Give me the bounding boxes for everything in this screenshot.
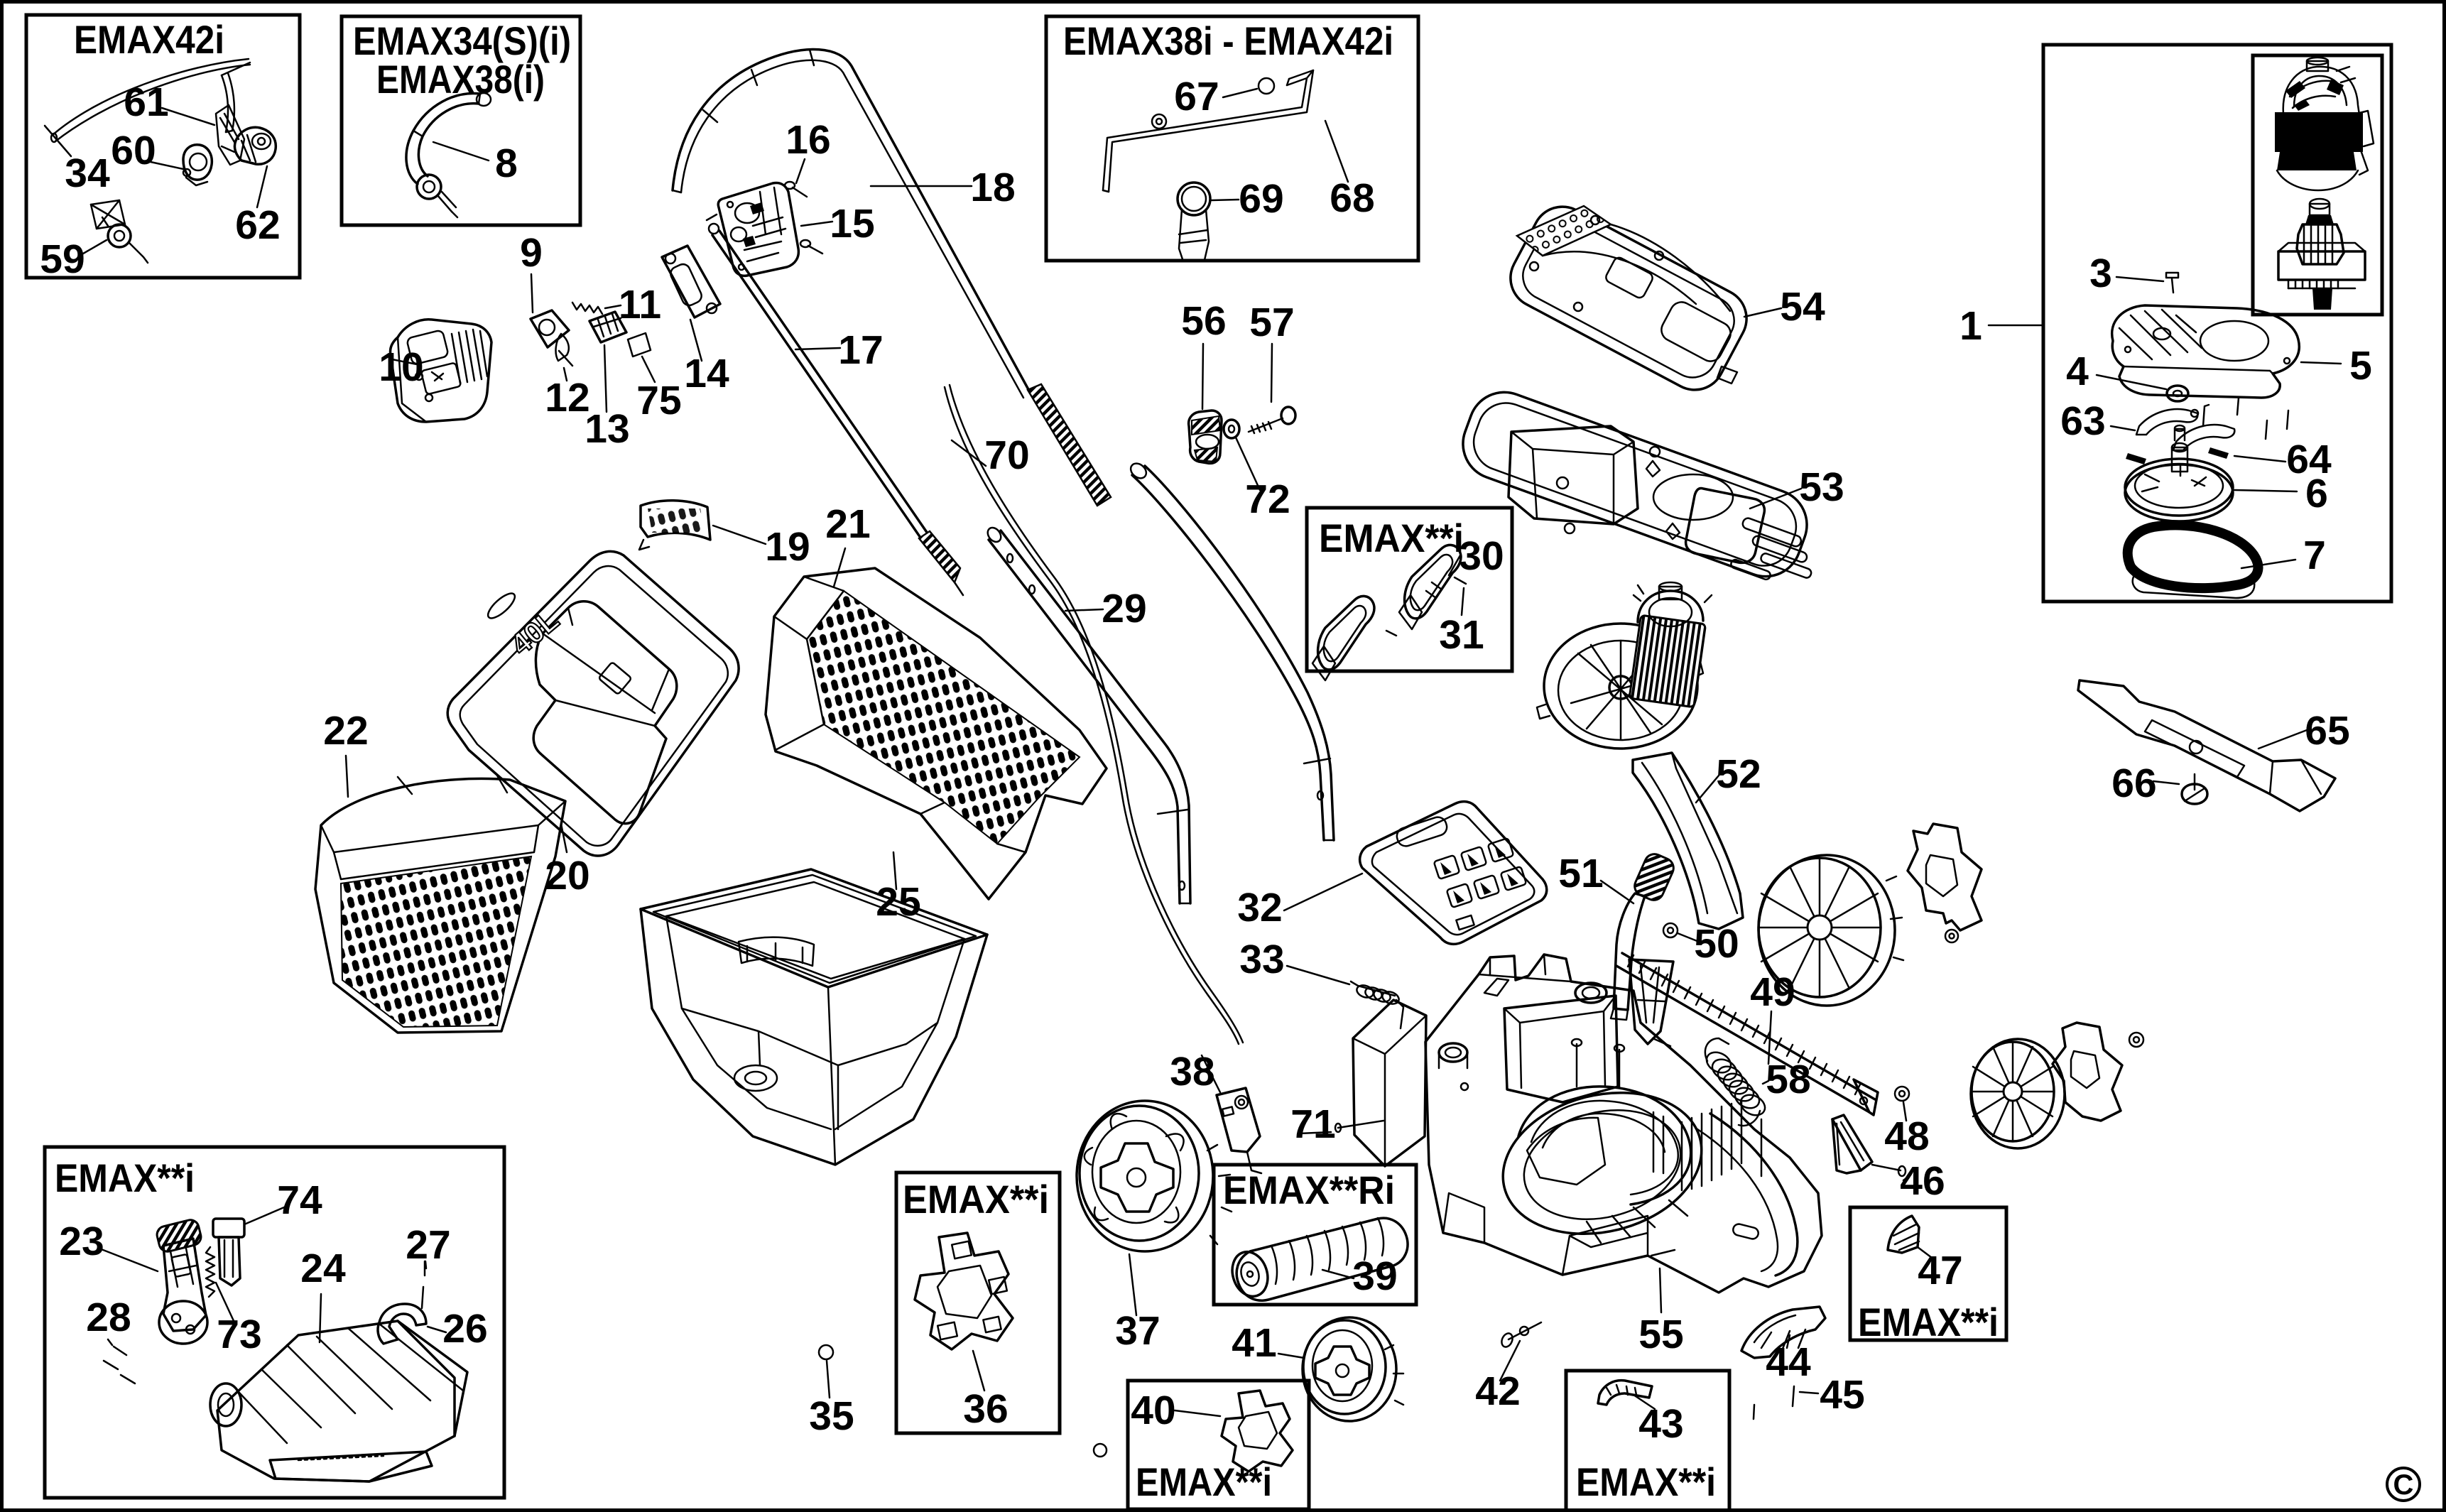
svg-text:35: 35 xyxy=(809,1393,854,1439)
svg-text:37: 37 xyxy=(1115,1308,1160,1354)
svg-text:8: 8 xyxy=(495,141,518,186)
svg-text:7: 7 xyxy=(2303,533,2326,578)
svg-text:58: 58 xyxy=(1766,1057,1810,1102)
svg-text:EMAX42i: EMAX42i xyxy=(74,17,224,62)
svg-text:15: 15 xyxy=(830,201,874,246)
svg-text:43: 43 xyxy=(1638,1401,1683,1447)
svg-text:38: 38 xyxy=(1170,1049,1214,1094)
svg-text:65: 65 xyxy=(2305,708,2349,754)
svg-text:67: 67 xyxy=(1174,74,1219,119)
svg-text:EMAX38i - EMAX42i: EMAX38i - EMAX42i xyxy=(1063,18,1393,63)
svg-text:39: 39 xyxy=(1352,1253,1397,1299)
svg-text:11: 11 xyxy=(619,282,661,327)
svg-text:46: 46 xyxy=(1900,1158,1945,1204)
svg-text:68: 68 xyxy=(1330,175,1374,221)
svg-text:EMAX**i: EMAX**i xyxy=(1136,1459,1272,1504)
svg-text:42: 42 xyxy=(1475,1369,1520,1414)
svg-text:41: 41 xyxy=(1232,1320,1276,1366)
svg-text:63: 63 xyxy=(2060,398,2105,444)
svg-text:EMAX**i: EMAX**i xyxy=(1858,1300,1999,1344)
svg-text:44: 44 xyxy=(1766,1339,1811,1385)
svg-text:17: 17 xyxy=(838,327,883,373)
svg-text:54: 54 xyxy=(1780,284,1825,330)
svg-text:62: 62 xyxy=(235,202,280,248)
svg-text:6: 6 xyxy=(2305,471,2328,516)
svg-text:45: 45 xyxy=(1820,1372,1864,1418)
svg-text:26: 26 xyxy=(442,1306,487,1351)
svg-text:34: 34 xyxy=(65,151,110,196)
svg-text:21: 21 xyxy=(825,501,870,547)
svg-text:52: 52 xyxy=(1716,751,1761,797)
svg-text:C: C xyxy=(2393,1469,2414,1501)
svg-text:32: 32 xyxy=(1237,885,1282,930)
svg-text:31: 31 xyxy=(1439,612,1484,658)
svg-text:27: 27 xyxy=(406,1222,450,1268)
svg-text:66: 66 xyxy=(2111,761,2156,806)
svg-text:56: 56 xyxy=(1181,298,1226,344)
svg-text:64: 64 xyxy=(2286,437,2332,482)
svg-text:69: 69 xyxy=(1239,176,1283,222)
svg-text:70: 70 xyxy=(984,433,1029,478)
svg-text:22: 22 xyxy=(323,708,368,754)
svg-text:59: 59 xyxy=(40,236,85,282)
svg-text:EMAX**i: EMAX**i xyxy=(903,1177,1049,1222)
svg-text:30: 30 xyxy=(1459,533,1504,579)
svg-text:9: 9 xyxy=(520,230,543,276)
svg-text:40: 40 xyxy=(1131,1388,1175,1433)
svg-text:20: 20 xyxy=(545,853,589,898)
svg-text:EMAX**i: EMAX**i xyxy=(1319,516,1464,560)
svg-text:33: 33 xyxy=(1239,937,1284,982)
svg-text:71: 71 xyxy=(1290,1102,1335,1147)
svg-text:12: 12 xyxy=(545,375,589,420)
svg-text:14: 14 xyxy=(684,351,729,396)
svg-text:74: 74 xyxy=(277,1177,322,1223)
svg-text:72: 72 xyxy=(1245,477,1290,522)
svg-text:24: 24 xyxy=(300,1246,346,1291)
svg-text:60: 60 xyxy=(111,128,156,173)
svg-text:57: 57 xyxy=(1249,300,1294,345)
svg-text:73: 73 xyxy=(217,1312,261,1357)
svg-text:53: 53 xyxy=(1799,464,1844,510)
svg-text:61: 61 xyxy=(124,80,168,125)
svg-text:51: 51 xyxy=(1558,851,1603,896)
svg-text:4: 4 xyxy=(2066,349,2089,394)
svg-text:55: 55 xyxy=(1638,1312,1683,1357)
svg-text:23: 23 xyxy=(59,1219,104,1264)
svg-text:EMAX**Ri: EMAX**Ri xyxy=(1223,1168,1395,1212)
svg-text:1: 1 xyxy=(1959,303,1982,349)
svg-text:EMAX34(S)(i): EMAX34(S)(i) xyxy=(353,18,571,63)
svg-text:EMAX**i: EMAX**i xyxy=(1576,1459,1716,1504)
svg-text:47: 47 xyxy=(1918,1248,1962,1293)
svg-text:EMAX**i: EMAX**i xyxy=(55,1155,195,1200)
svg-text:19: 19 xyxy=(765,524,810,570)
svg-text:5: 5 xyxy=(2349,343,2372,388)
svg-text:18: 18 xyxy=(970,165,1015,210)
svg-text:13: 13 xyxy=(585,406,629,452)
svg-text:28: 28 xyxy=(86,1295,131,1340)
svg-text:75: 75 xyxy=(636,378,681,423)
svg-text:36: 36 xyxy=(963,1386,1008,1432)
svg-text:3: 3 xyxy=(2089,251,2112,296)
svg-text:16: 16 xyxy=(786,117,830,163)
svg-text:29: 29 xyxy=(1102,586,1146,631)
